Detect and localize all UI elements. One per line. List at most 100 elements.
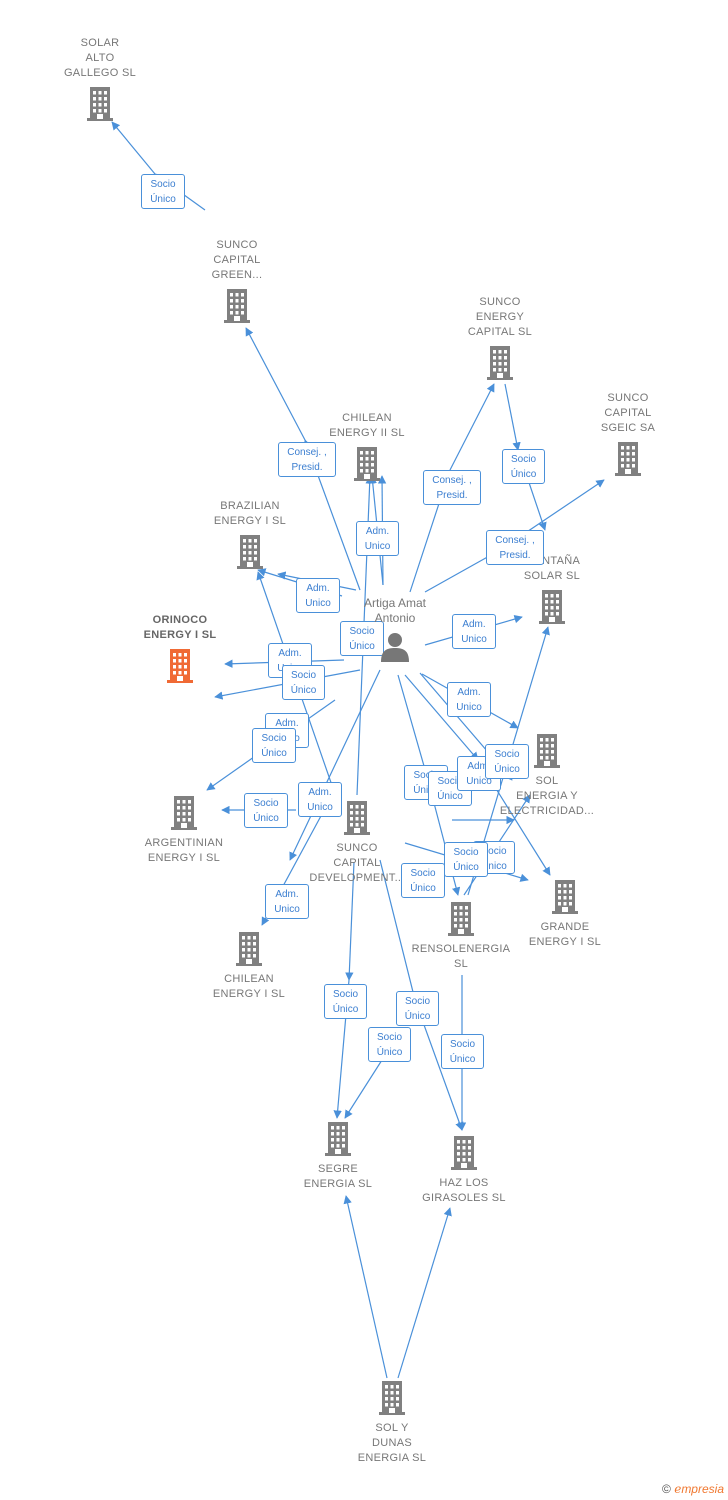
relationship-label[interactable]: Consej. ,Presid. xyxy=(486,530,544,565)
company-name-line: SL xyxy=(453,958,469,970)
building-icon-wrapper xyxy=(124,794,244,832)
relationship-label[interactable]: Adm.Unico xyxy=(298,782,342,817)
company-name-line: ENERGY I SL xyxy=(213,515,287,527)
building-icon xyxy=(167,649,193,683)
building-icon-wrapper xyxy=(120,647,240,685)
relationship-label-line: Unico xyxy=(456,702,482,713)
company-name-line: SEGRE xyxy=(317,1163,358,1175)
edge-line xyxy=(397,1207,452,1379)
company-node[interactable]: RENSOLENERGIA SL xyxy=(401,900,521,972)
building-icon xyxy=(615,442,641,476)
person-node[interactable]: Artiga Amat Antonio xyxy=(345,596,445,662)
relationship-label-line: Socio xyxy=(349,626,375,637)
company-name-line: SGEIC SA xyxy=(600,422,656,434)
company-name-line: ENERGIA SL xyxy=(357,1452,427,1464)
company-name-line: RENSOLENERGIA xyxy=(411,943,511,955)
relationship-label-line: Socio xyxy=(453,847,479,858)
edge-line xyxy=(397,674,430,781)
relationship-label[interactable]: Adm.Unico xyxy=(296,578,340,613)
company-name-line: HAZ LOS xyxy=(439,1177,489,1189)
building-icon xyxy=(539,590,565,624)
copyright-symbol: © xyxy=(662,1482,671,1496)
company-name-line: SUNCO xyxy=(336,842,378,854)
company-name-line: GALLEGO SL xyxy=(63,67,137,79)
relationship-label[interactable]: Adm.Unico xyxy=(452,614,496,649)
relationship-label[interactable]: Consej. ,Presid. xyxy=(278,442,336,477)
company-name-line: SUNCO xyxy=(479,296,521,308)
relationship-label-line: Adm. xyxy=(278,648,302,659)
relationship-label-line: Único xyxy=(410,883,436,894)
company-name-line: SUNCO xyxy=(607,392,649,404)
relationship-label-line: Único xyxy=(510,469,537,480)
relationship-label-line: Socio xyxy=(481,846,507,857)
company-name-line: SOL Y xyxy=(375,1422,409,1434)
relationship-label-line: Adm. xyxy=(306,583,330,594)
relationship-label-line: Unico xyxy=(461,634,487,645)
company-name-line: ENERGY I SL xyxy=(147,852,221,864)
relationship-label-line: Socio xyxy=(404,996,430,1007)
company-name-line: ENERGY I SL xyxy=(528,936,602,948)
relationship-label[interactable]: Adm.Unico xyxy=(265,884,309,919)
company-name-line: SOLAR SL xyxy=(523,570,581,582)
building-icon-wrapper xyxy=(440,344,560,382)
relationship-label[interactable]: Consej. ,Presid. xyxy=(423,470,481,505)
building-icon-wrapper xyxy=(307,445,427,483)
person-name-line: Artiga Amat xyxy=(363,596,427,610)
relationship-label[interactable]: Adm.Unico xyxy=(356,521,399,556)
relationship-label-line: Socio xyxy=(376,1032,402,1043)
relationship-label-line: Único xyxy=(449,1054,476,1065)
relationship-label[interactable]: Adm. Unico xyxy=(447,682,491,717)
relationship-label-line: Socio xyxy=(253,798,279,809)
edge-line xyxy=(345,861,355,981)
relationship-label-line: Adm. xyxy=(457,687,481,698)
building-icon-wrapper xyxy=(297,799,417,837)
edge-line xyxy=(289,669,381,861)
relationship-label-line: Adm. xyxy=(365,526,390,537)
relationship-label-line: Unico xyxy=(274,904,300,915)
building-icon-wrapper xyxy=(404,1134,524,1172)
company-name-line: ENERGY I SL xyxy=(212,988,286,1000)
relationship-label-line: Único xyxy=(413,785,439,796)
relationship-label-line: Presid. xyxy=(436,490,468,501)
building-icon-wrapper xyxy=(40,85,160,123)
relationship-label-line: Único xyxy=(253,813,279,824)
building-icon xyxy=(224,289,250,323)
relationship-label-line: Consej. , xyxy=(287,447,327,458)
